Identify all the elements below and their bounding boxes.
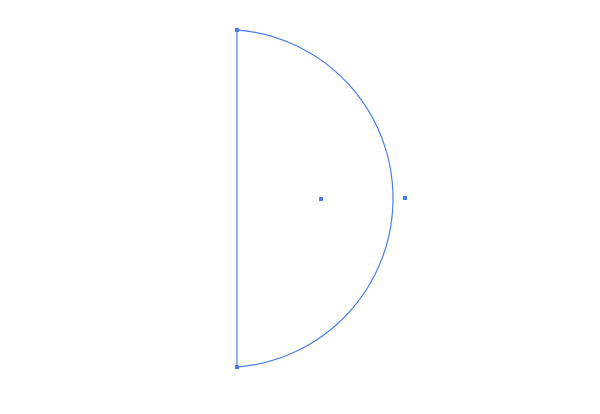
anchor-point-bottom[interactable] [235,365,239,369]
anchor-point-top[interactable] [235,28,239,32]
half-circle-path[interactable] [236,29,394,368]
center-point[interactable] [319,197,323,201]
anchor-point-right[interactable] [403,196,407,200]
